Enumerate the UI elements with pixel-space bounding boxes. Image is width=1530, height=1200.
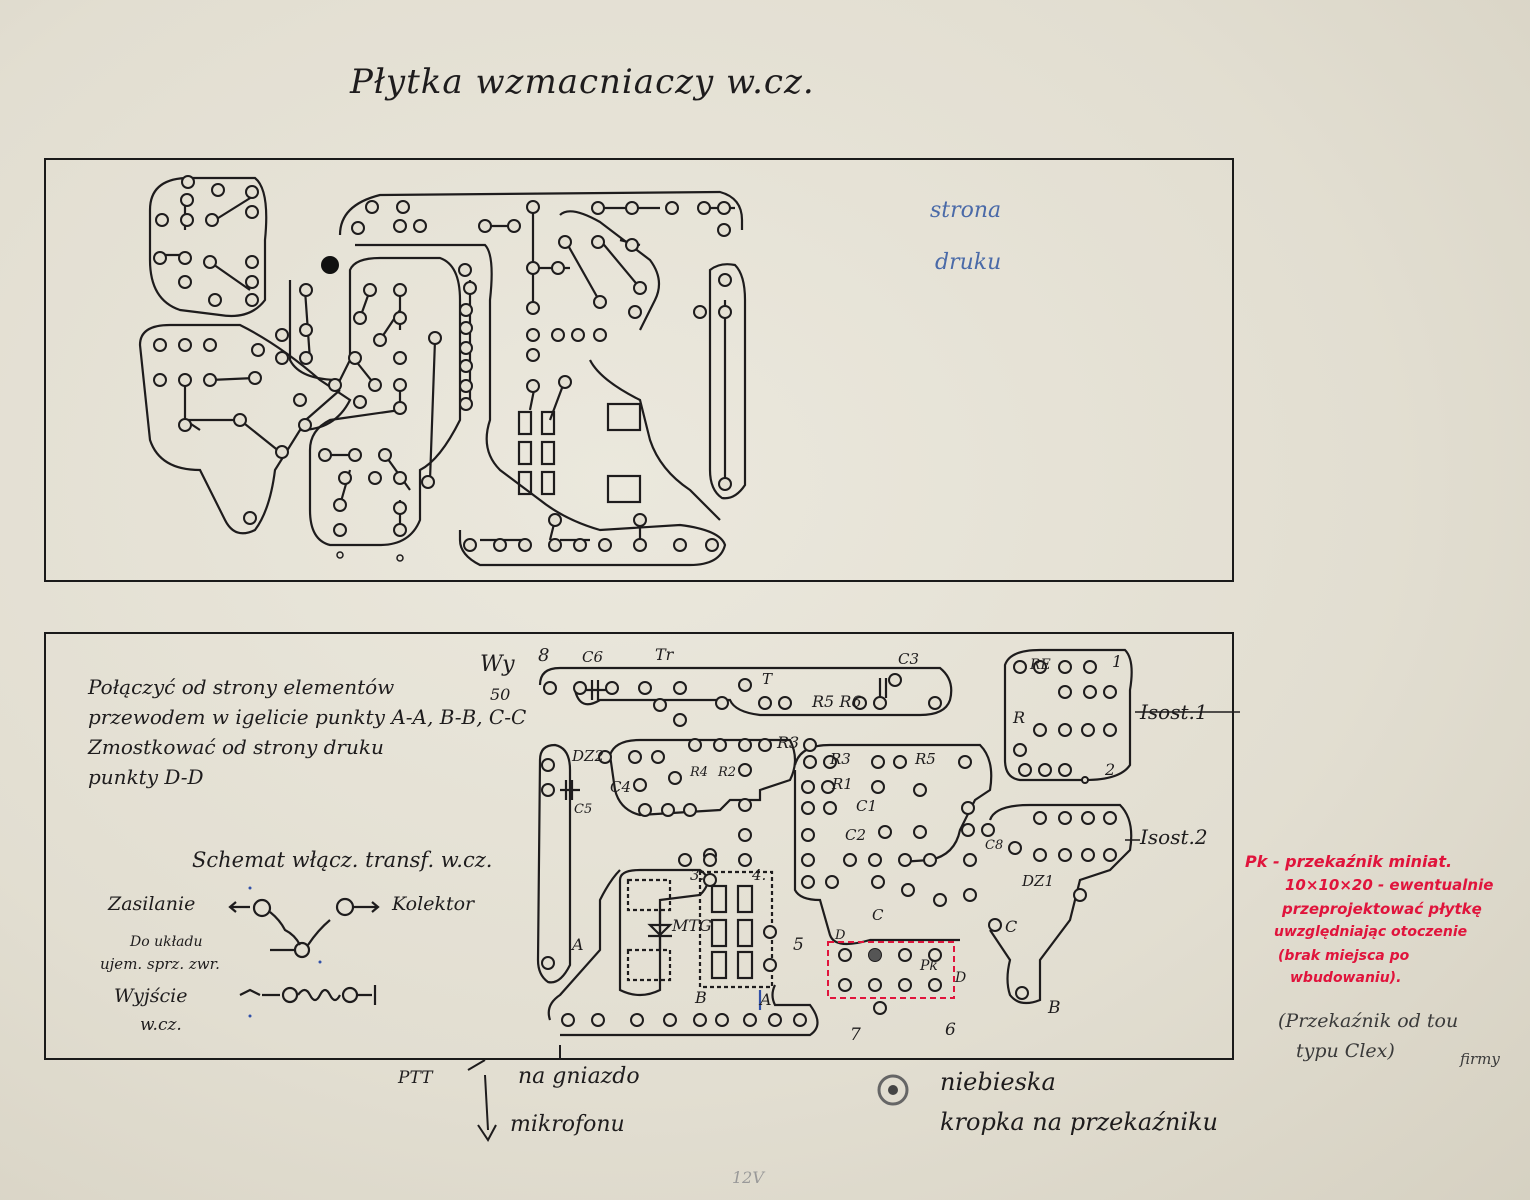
- label-dz1: DZ1: [1022, 872, 1054, 890]
- label-pin8: 8: [538, 645, 550, 666]
- blue-dot-note1: niebieska: [940, 1068, 1056, 1096]
- blue-note-line1: strona: [930, 198, 1002, 223]
- blue-note-line2: druku: [935, 250, 1002, 275]
- red-note-line3: przeprojektować płytkę: [1282, 900, 1482, 918]
- schema-title: Schemat włącz. transf. w.cz.: [192, 848, 493, 872]
- label-wy: Wy: [480, 652, 515, 677]
- schema-to-system: Do układu: [130, 934, 203, 950]
- label-one: 1: [1112, 652, 1123, 671]
- instruction-line2: przewodem w igelicie punkty A-A, B-B, C-…: [88, 705, 527, 729]
- socket-line1: na gniazdo: [518, 1064, 640, 1089]
- label-d2: D: [955, 970, 967, 986]
- schema-output: Wyjście: [114, 985, 188, 1007]
- trace-outline: [355, 243, 727, 567]
- arrow-icon: [467, 1059, 497, 1142]
- label-r2: R2: [718, 765, 737, 780]
- label-r5b: R5: [915, 750, 936, 768]
- pencil-relay-type1: (Przekaźnik od tou: [1278, 1010, 1459, 1032]
- instruction-line4: punkty D-D: [88, 765, 204, 789]
- red-note-line4: uwzględniając otoczenie: [1274, 924, 1468, 940]
- label-dz2: DZ2: [572, 747, 604, 765]
- label-c1: C1: [856, 797, 878, 815]
- pencil-ptt: PTT: [398, 1068, 433, 1088]
- red-note-line6: wbudowaniu).: [1290, 970, 1402, 986]
- blue-dot-note2: kropka na przekaźniku: [940, 1108, 1219, 1136]
- schema-output2: w.cz.: [140, 1015, 182, 1035]
- label-pin3: 3.: [690, 866, 705, 884]
- label-r1: R1: [832, 775, 853, 793]
- red-note-line1: Pk - przekaźnik miniat.: [1245, 852, 1453, 871]
- trace-outline: [708, 263, 747, 500]
- trace-outline: [589, 359, 721, 521]
- label-re: RE: [1030, 657, 1051, 673]
- label-pk: Pk: [920, 958, 938, 974]
- label-b1: B: [695, 988, 707, 1007]
- label-two: 2: [1105, 760, 1116, 779]
- label-r: R: [1013, 708, 1026, 727]
- bottom-pads: [541, 660, 1117, 1027]
- trace-outline: [536, 743, 572, 984]
- schema-collector: Kolektor: [392, 893, 475, 915]
- label-c3: C3: [898, 650, 920, 668]
- label-c6: C6: [582, 648, 604, 666]
- label-c2b: C: [1005, 917, 1018, 936]
- blue-dot-symbol: [877, 1074, 909, 1106]
- trace-outline: [538, 666, 953, 717]
- label-pin7: 7: [850, 1025, 861, 1045]
- label-isost2: Isost.2: [1140, 825, 1208, 849]
- trace-outline: [338, 190, 744, 236]
- trace-outline: [988, 803, 1133, 1005]
- trace-outline: [148, 176, 268, 318]
- label-pin6: 6: [945, 1020, 956, 1040]
- red-note-line2: 10×10×20 - ewentualnie: [1285, 876, 1494, 894]
- transformer-schema-symbol: [228, 897, 380, 1005]
- trace-outline: [793, 770, 960, 946]
- top-pads: [153, 175, 732, 552]
- label-wy-ohm: 50: [490, 685, 511, 704]
- label-r3: R3: [777, 733, 800, 752]
- pencil-relay-type3: firmy: [1460, 1050, 1500, 1068]
- label-mtg: MTG: [672, 916, 712, 935]
- mounting-dot: [321, 256, 339, 274]
- label-pin5: 5: [793, 935, 804, 955]
- label-c2: C2: [845, 826, 867, 844]
- label-tr: Tr: [655, 645, 674, 664]
- pencil-relay-type2: typu Clex): [1296, 1040, 1395, 1062]
- label-r4: R4: [690, 765, 709, 780]
- label-c8: C8: [985, 838, 1004, 853]
- instruction-line1: Połączyć od strony elementów: [88, 675, 395, 699]
- instruction-line3: Zmostkować od strony druku: [88, 735, 384, 759]
- label-d1: D: [835, 928, 846, 943]
- relay-marker: [869, 949, 881, 961]
- socket-line2: mikrofonu: [510, 1112, 625, 1137]
- pencil-voltage: 12V: [732, 1168, 764, 1187]
- schema-supply: Zasilanie: [108, 893, 196, 915]
- label-pin4: 4.: [752, 866, 767, 884]
- label-c4: C4: [610, 778, 632, 796]
- trace-outline: [608, 738, 797, 817]
- label-c: C: [872, 906, 884, 924]
- red-note-line5: (brak miejsca po: [1278, 948, 1410, 964]
- label-r5-r6: R5 R6: [812, 692, 862, 711]
- label-c5: C5: [574, 802, 593, 817]
- trace-outline: [288, 256, 462, 547]
- trace-outline: [547, 869, 621, 1021]
- schema-to-system2: ujem. sprz. zwr.: [100, 955, 220, 973]
- page-title: Płytka wzmacniaczy w.cz.: [350, 62, 815, 102]
- trace-outline: [138, 323, 352, 535]
- trace-outline: [560, 984, 819, 1037]
- label-b2: B: [1048, 998, 1061, 1018]
- component-side-panel: [44, 632, 1234, 1060]
- label-t: T: [762, 670, 773, 688]
- relay-outline: [827, 941, 955, 999]
- trace-outline: [559, 210, 661, 331]
- print-side-panel: [44, 158, 1234, 582]
- label-a1: A: [572, 935, 584, 954]
- label-r3b: R3: [830, 750, 851, 768]
- label-isost1: Isost.1: [1140, 700, 1208, 724]
- trace-outline: [1003, 648, 1133, 782]
- label-a2: A: [760, 990, 772, 1009]
